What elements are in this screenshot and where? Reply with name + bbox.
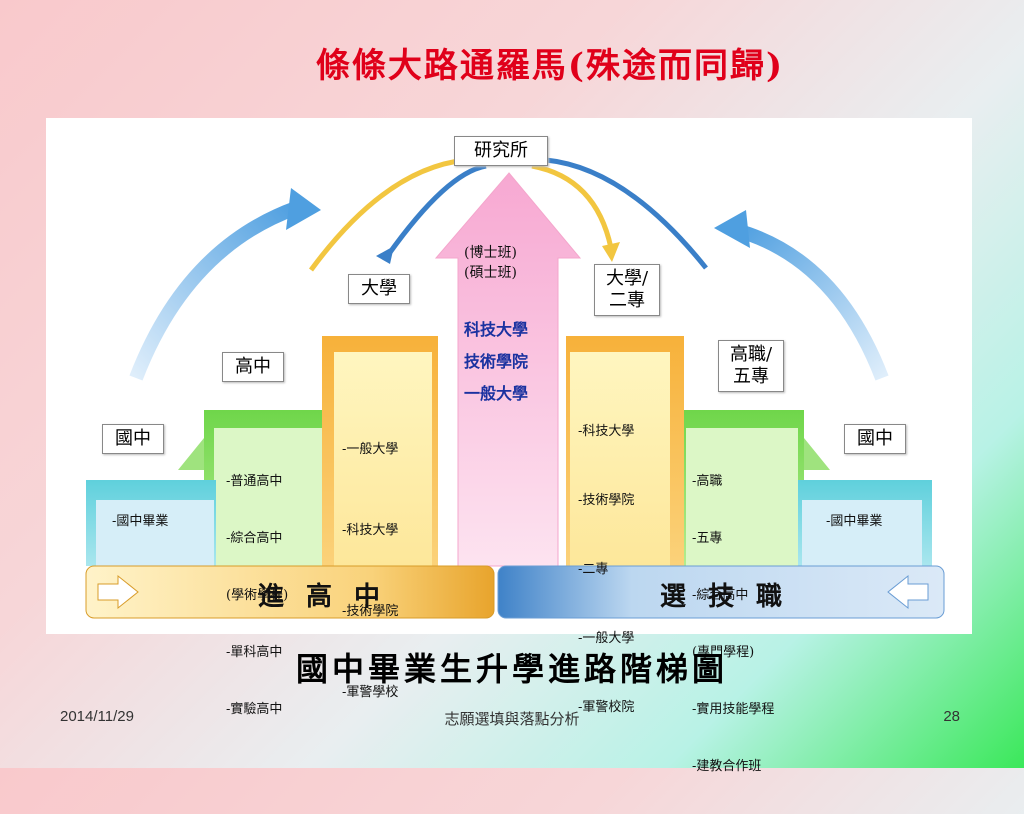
list-item: -科技大學 — [578, 424, 635, 439]
list-item: -科技大學 — [342, 523, 399, 538]
inner-arc-left-gold — [308, 157, 467, 272]
list-item: (專門學程) — [692, 645, 755, 660]
footer-page-number: 28 — [943, 708, 960, 725]
diagram-graphics — [85, 157, 945, 619]
inner-arc-right-blue — [545, 157, 708, 270]
degree-phd: (博士班) — [464, 245, 517, 261]
center-school-tech-inst: 技術學院 — [464, 352, 529, 371]
footer-date: 2014/11/29 — [60, 708, 134, 725]
diagram-caption: 國中畢業生升學進路階梯圖 — [295, 650, 728, 688]
list-item: -建教合作班 — [692, 759, 762, 774]
degree-masters: (碩士班) — [464, 265, 517, 281]
outer-arc-left — [129, 201, 299, 381]
footer-title: 志願選填與落點分析 — [444, 711, 580, 728]
band-left — [85, 565, 495, 619]
left-level-highschool: 高中 — [222, 352, 284, 382]
band-right-arrow — [887, 574, 929, 610]
list-item: -軍警校院 — [578, 700, 635, 715]
list-item: -二專 — [578, 562, 609, 577]
inner-arc-right-gold — [531, 163, 614, 249]
outer-arc-left-head — [286, 188, 321, 230]
list-item: -軍警學校 — [342, 685, 399, 700]
list-item: -綜合高中 — [226, 531, 283, 546]
center-school-general-univ: 一般大學 — [464, 384, 529, 403]
list-item: -技術學院 — [342, 604, 399, 619]
list-item: -普通高中 — [226, 474, 283, 489]
outer-arc-right-head — [714, 210, 750, 248]
right-level-vocational: 高職/ 五專 — [718, 340, 784, 392]
outer-arc-right — [734, 223, 889, 381]
right-university-list: -科技大學 -技術學院 -二專 -一般大學 -軍警校院 — [578, 374, 634, 765]
list-item: -單科高中 — [226, 645, 283, 660]
left-highschool-list: -普通高中 -綜合高中 (學術學程) -單科高中 -實驗高中 — [226, 434, 288, 757]
center-school-tech-univ: 科技大學 — [464, 320, 529, 339]
pathway-diagram: 研究所 大學 高中 國中 大學/ 二專 高職/ 五專 國中 (博士班) (碩士班… — [46, 118, 972, 774]
graduate-school-label: 研究所 — [454, 136, 548, 166]
list-item: -高職 — [692, 474, 723, 489]
right-level-university: 大學/ 二專 — [594, 264, 660, 316]
list-item: (學術學程) — [226, 588, 289, 603]
list-item: -綜合高中 — [692, 588, 749, 603]
right-graduate-box: -國中畢業 — [826, 514, 883, 529]
right-vocational-list: -高職 -五專 -綜合高中 (專門學程) -實用技能學程 -建教合作班 — [692, 434, 774, 814]
band-left-arrow — [97, 574, 139, 610]
band-right — [497, 565, 945, 619]
left-level-juniorhigh: 國中 — [102, 424, 164, 454]
slide-title: 條條大路通羅馬(殊途而同歸) — [315, 46, 785, 86]
left-university-list: -一般大學 -科技大學 -技術學院 -軍警學校 — [342, 382, 398, 760]
list-item: -五專 — [692, 531, 723, 546]
band-right-label: 選技職 — [660, 582, 805, 612]
right-level-juniorhigh: 國中 — [844, 424, 906, 454]
band-left-label: 進高中 — [258, 582, 403, 612]
left-graduate-box: -國中畢業 — [112, 514, 169, 529]
list-item: -技術學院 — [578, 493, 635, 508]
list-item: -實驗高中 — [226, 702, 283, 717]
inner-arc-left-blue — [383, 163, 487, 260]
list-item: -一般大學 — [578, 631, 635, 646]
list-item: -一般大學 — [342, 442, 399, 457]
list-item: -實用技能學程 — [692, 702, 775, 717]
left-level-university: 大學 — [348, 274, 410, 304]
